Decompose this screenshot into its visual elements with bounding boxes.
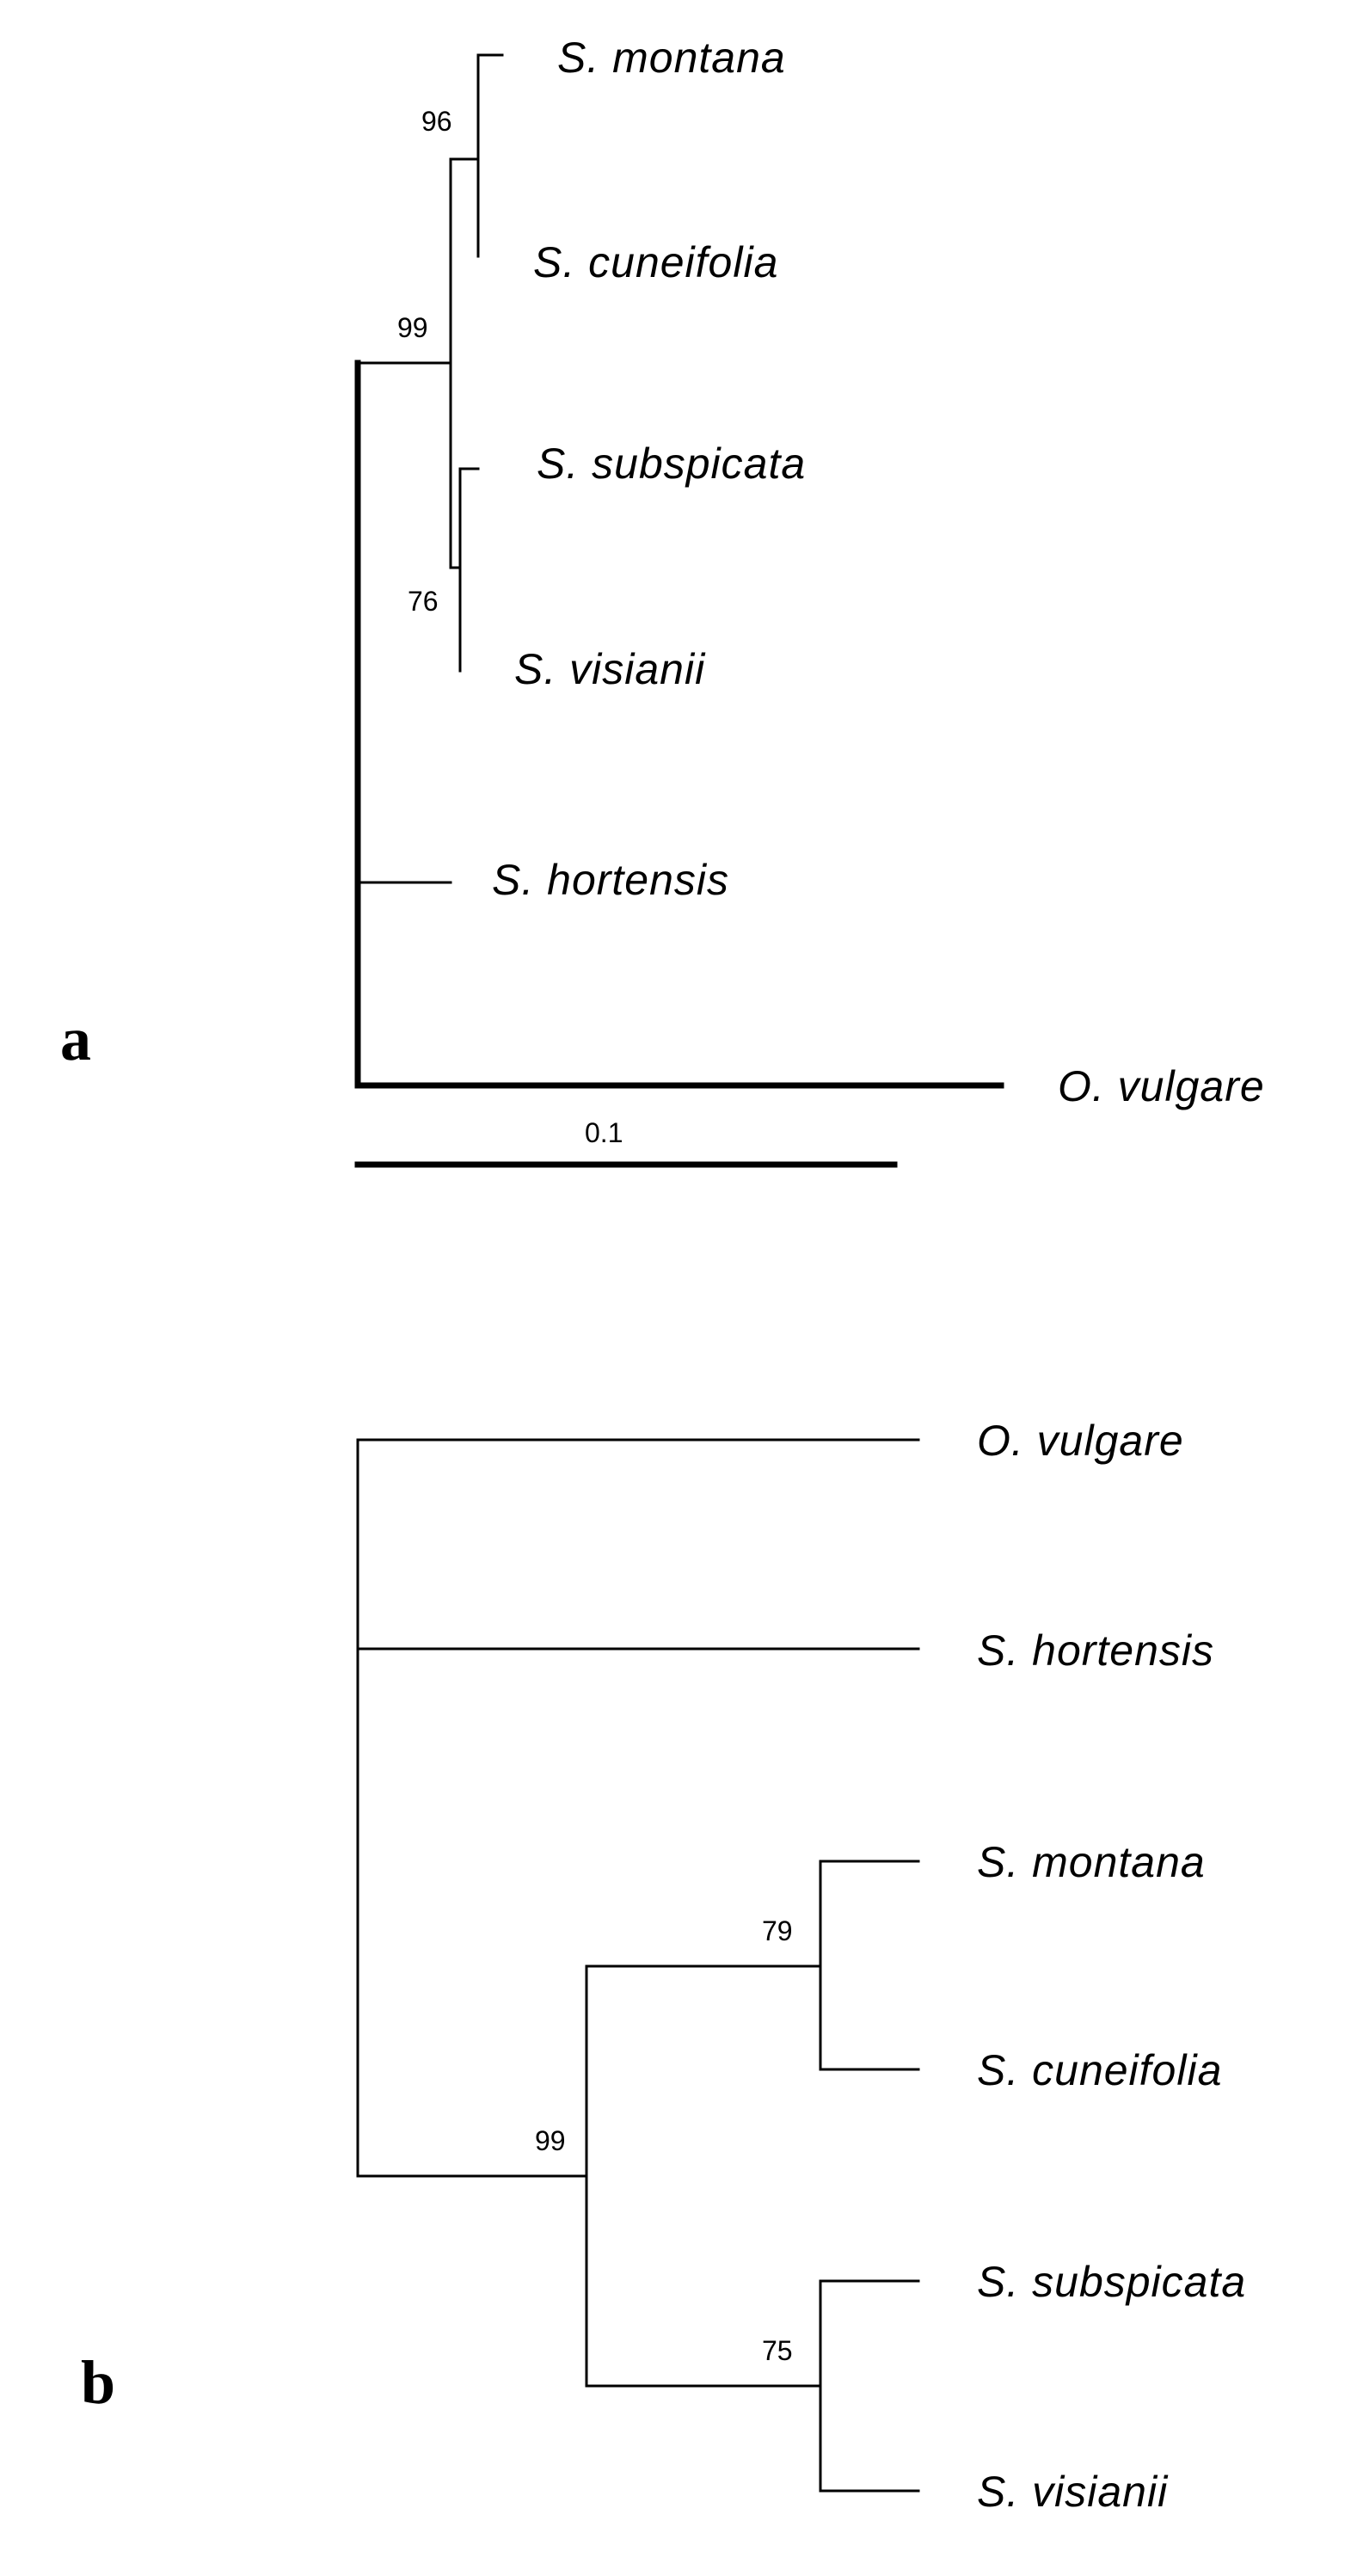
panel-label-b: b (81, 2348, 115, 2417)
tree-b-support-75: 75 (762, 2335, 793, 2366)
tree-b-label-hortensis: S. hortensis (977, 1626, 1214, 1675)
tree-a-support-96: 96 (421, 106, 452, 137)
tree-a-label-cuneifolia: S. cuneifolia (533, 238, 778, 286)
tree-b-label-subspicata: S. subspicata (977, 2258, 1246, 2306)
tree-a-label-visianii: S. visianii (514, 645, 706, 693)
tree-a-label-subspicata: S. subspicata (537, 440, 806, 488)
tree-a-support-76: 76 (408, 586, 439, 617)
tree-b-support-79: 79 (762, 1915, 793, 1946)
tree-b: O. vulgare S. hortensis S. montana S. cu… (81, 1417, 1246, 2516)
tree-a-label-hortensis: S. hortensis (492, 856, 729, 904)
tree-a-label-montana: S. montana (557, 34, 786, 82)
tree-a-label-vulgare: O. vulgare (1058, 1062, 1265, 1110)
tree-b-label-visianii: S. visianii (977, 2468, 1169, 2516)
tree-a-support-99: 99 (397, 312, 428, 343)
tree-b-label-cuneifolia: S. cuneifolia (977, 2046, 1222, 2094)
tree-b-label-montana: S. montana (977, 1838, 1206, 1886)
tree-a: S. montana S. cuneifolia S. subspicata S… (60, 34, 1265, 1168)
tree-b-support-99: 99 (535, 2125, 566, 2156)
scale-bar-label: 0.1 (585, 1117, 623, 1148)
tree-b-label-vulgare: O. vulgare (977, 1417, 1184, 1465)
panel-label-a: a (60, 1005, 91, 1073)
